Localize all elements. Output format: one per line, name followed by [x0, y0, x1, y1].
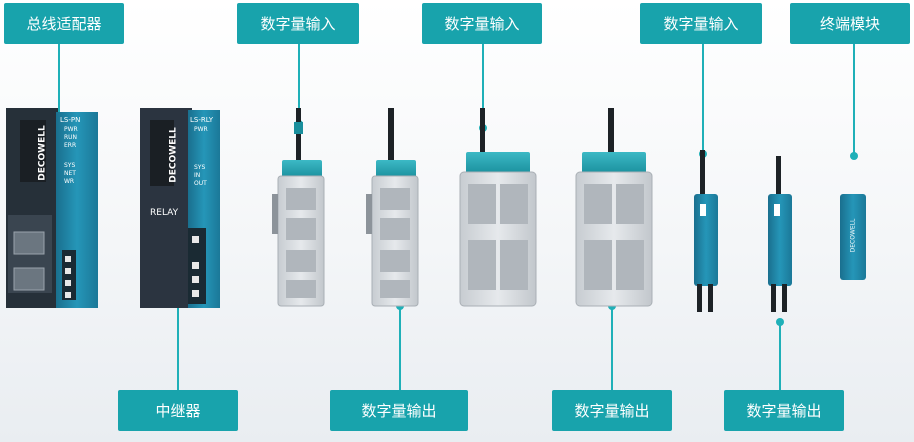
relay-device: [140, 108, 220, 308]
digital-input-module-1: [272, 108, 325, 307]
leader-digital-input-2: [482, 44, 484, 128]
leader-dot-terminal-module: [850, 152, 858, 160]
relay-model: LS-RLY: [190, 116, 213, 124]
digital-output-module-3: [768, 156, 792, 312]
digital-input-module-3: [694, 150, 718, 312]
leader-digital-output-2: [611, 306, 613, 390]
digital-output-module-2: [575, 108, 653, 307]
terminal-brand: DECOWELL: [849, 218, 857, 253]
label-terminal-module: 终端模块: [790, 3, 910, 44]
adapter-led-wr: WR: [64, 178, 75, 185]
label-digital-output-3: 数字量输出: [724, 390, 844, 431]
relay-led-pwr: PWR: [194, 126, 208, 133]
terminal-module-device: [840, 194, 866, 280]
relay-led-sys: SYS: [194, 164, 206, 171]
adapter-led-net: NET: [64, 170, 76, 177]
adapter-led-err: ERR: [64, 142, 77, 149]
adapter-led-pwr: PWR: [64, 126, 78, 133]
label-digital-input-2: 数字量输入: [422, 3, 542, 44]
leader-terminal-module: [853, 44, 855, 156]
leader-digital-input-3: [702, 44, 704, 154]
adapter-model: LS-PN: [60, 116, 81, 124]
label-digital-input-3: 数字量输入: [640, 3, 762, 44]
leader-digital-output-1: [399, 306, 401, 390]
label-bus-adapter: 总线适配器: [4, 3, 124, 44]
adapter-led-sys: SYS: [64, 162, 76, 169]
leader-relay: [177, 304, 179, 390]
label-digital-output-2: 数字量输出: [552, 390, 672, 431]
adapter-brand: DECOWELL: [37, 125, 48, 181]
leader-dot-digital-output-3: [776, 318, 784, 326]
leader-digital-input-1: [298, 44, 300, 124]
bus-adapter-device: [6, 108, 98, 308]
digital-input-module-2: [459, 108, 537, 307]
label-digital-input-1: 数字量输入: [237, 3, 359, 44]
relay-brand: DECOWELL: [168, 127, 179, 183]
label-relay: 中继器: [118, 390, 238, 431]
digital-output-module-1: [366, 108, 419, 307]
relay-led-out: OUT: [194, 180, 207, 187]
adapter-led-run: RUN: [64, 134, 78, 141]
leader-bus-adapter: [58, 44, 60, 116]
leader-digital-output-3: [779, 322, 781, 390]
label-digital-output-1: 数字量输出: [330, 390, 468, 431]
relay-name: RELAY: [150, 208, 179, 218]
relay-led-in: IN: [194, 172, 201, 179]
